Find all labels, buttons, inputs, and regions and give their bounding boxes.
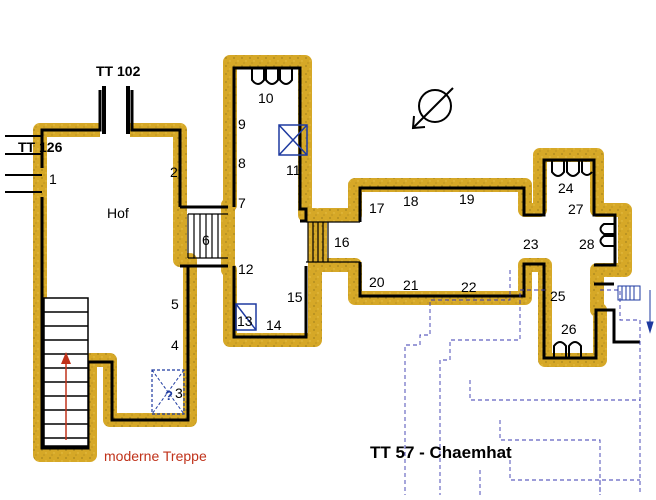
- tt126-passage: [5, 135, 42, 193]
- label-tt102: TT 102: [96, 63, 141, 79]
- room-number: 4: [171, 337, 179, 353]
- stair-direction-arrow-icon: [61, 352, 71, 440]
- label-moderne-treppe: moderne Treppe: [104, 448, 207, 464]
- room-number: 8: [238, 155, 246, 171]
- right-side-stair-icon: [617, 285, 654, 334]
- room-number: 26: [561, 321, 577, 337]
- room-number: 7: [238, 195, 246, 211]
- room-number: 19: [459, 191, 475, 207]
- room-24-niches-icon: [551, 160, 593, 177]
- room-number: 15: [287, 289, 303, 305]
- room-number: 13: [237, 313, 253, 329]
- room-number: 22: [461, 279, 477, 295]
- walls-courtyard: [40, 90, 228, 450]
- room-11-shaft: [278, 124, 308, 156]
- room-number: 16: [334, 234, 350, 250]
- room-13-shaft: [235, 303, 257, 331]
- tt102-entrance: [102, 86, 130, 134]
- room-number: 24: [558, 180, 574, 196]
- room-26-niches-icon: [553, 341, 582, 358]
- room-3-question-mark: ?: [165, 388, 173, 403]
- room-number: 3: [175, 385, 183, 401]
- walls-hall: [232, 66, 308, 339]
- room-number: 28: [579, 236, 595, 252]
- room-number: 17: [369, 200, 385, 216]
- passage-6-stairs: [187, 213, 228, 259]
- room-number: 2: [170, 164, 178, 180]
- room-number: 12: [238, 261, 254, 277]
- room-28-niches-icon: [599, 223, 615, 247]
- passage-16-stairs: [306, 221, 360, 263]
- room-10-niches-icon: [251, 68, 293, 85]
- room-number: 9: [238, 116, 246, 132]
- room-number: 21: [403, 277, 419, 293]
- room-number: 11: [286, 162, 301, 178]
- walls-long-hall: [358, 158, 640, 360]
- room-number: 27: [568, 201, 584, 217]
- room-number: 6: [202, 232, 210, 248]
- room-number: 5: [171, 296, 179, 312]
- label-hof: Hof: [107, 205, 129, 221]
- room-number: 20: [369, 274, 385, 290]
- room-number: 14: [266, 317, 282, 333]
- plan-title: TT 57 - Chaemhat: [370, 443, 512, 462]
- room-number: 25: [550, 288, 566, 304]
- label-tt126: TT 126: [18, 139, 63, 155]
- room-number: 23: [523, 236, 539, 252]
- north-arrow-icon: [411, 87, 454, 130]
- room-3-shaft: [151, 369, 185, 415]
- neighbouring-tomb-outlines: [404, 270, 641, 495]
- room-number: 18: [403, 193, 419, 209]
- room-number: 1: [49, 171, 57, 187]
- room-number: 10: [258, 90, 274, 106]
